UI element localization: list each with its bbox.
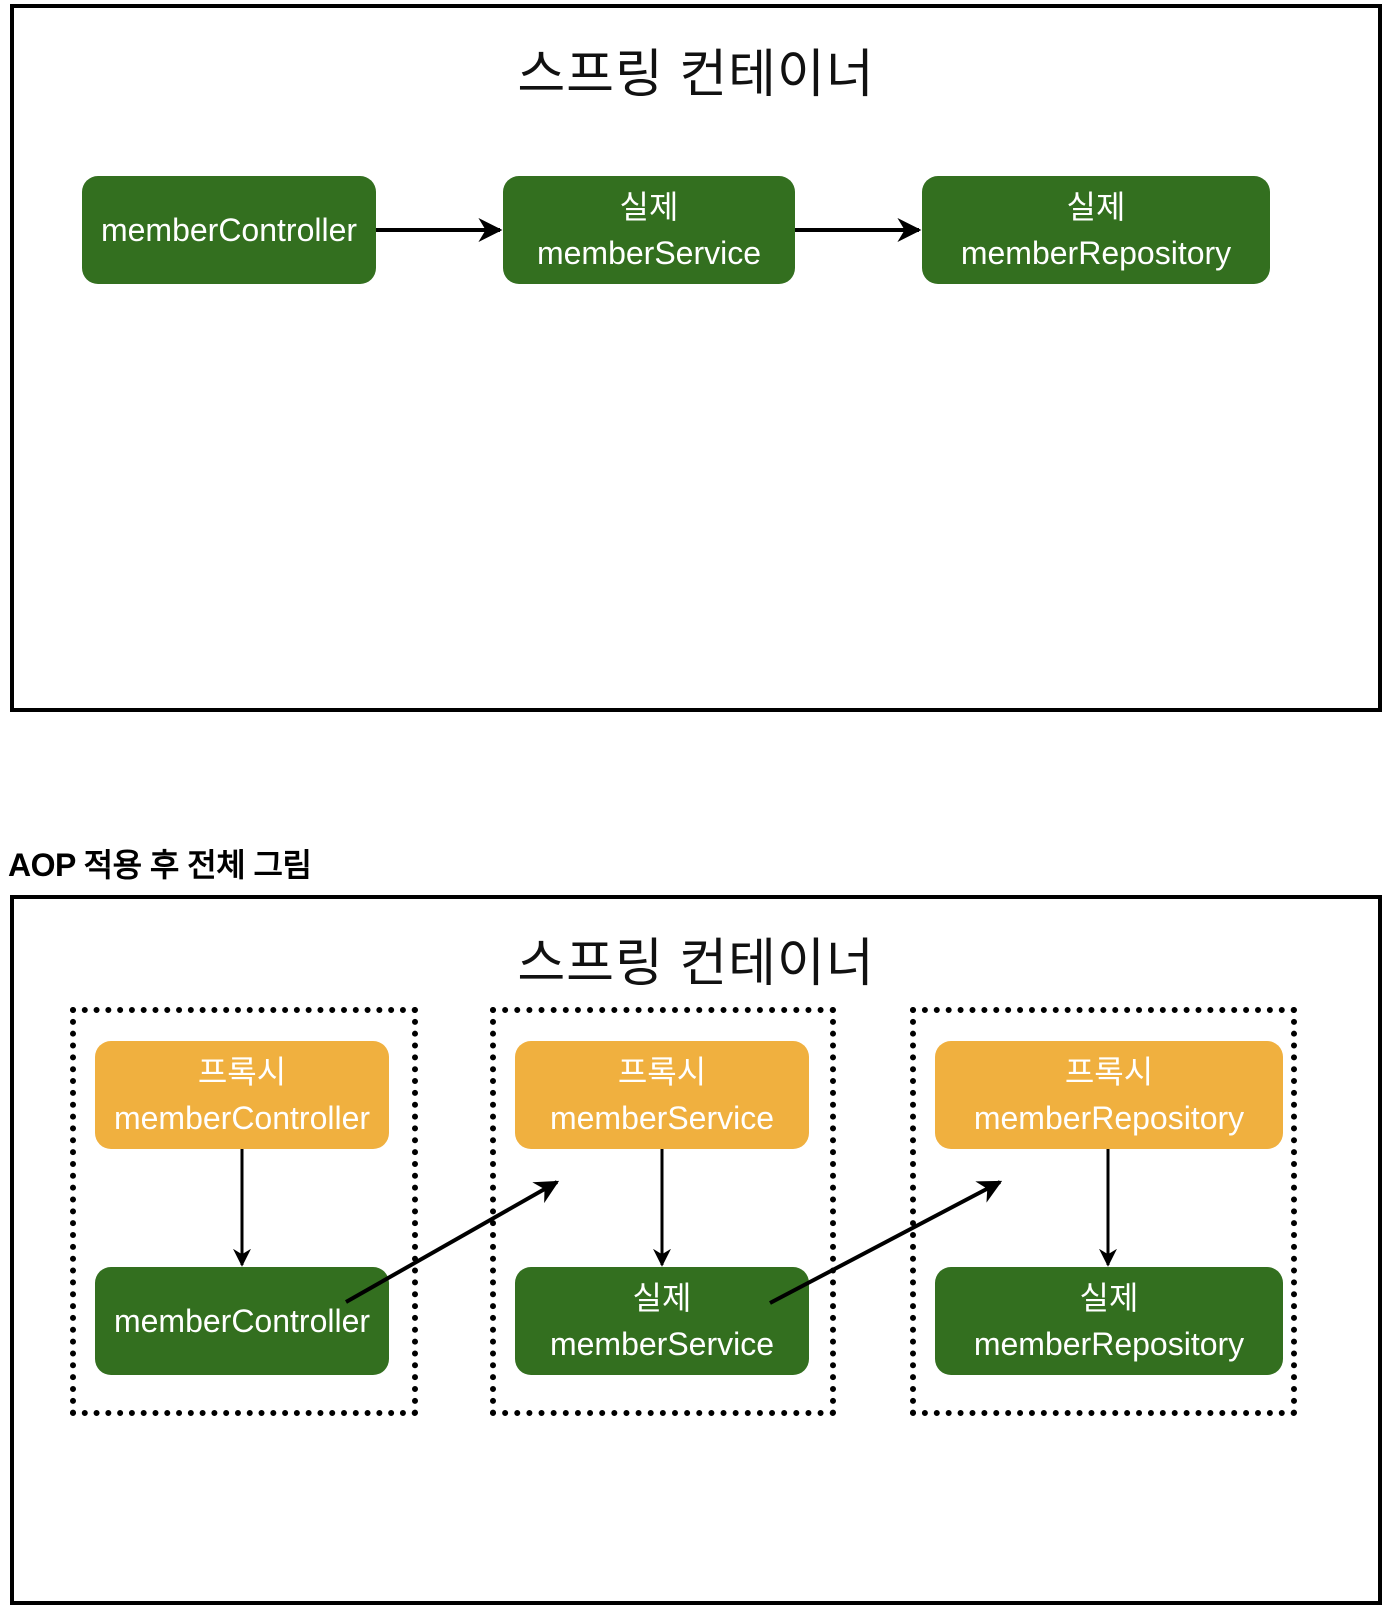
node-label-prefix: 실제 xyxy=(1079,1280,1139,1316)
node-label-prefix: 프록시 xyxy=(617,1054,707,1090)
node-proxy-member-repository: 프록시 memberRepository xyxy=(935,1041,1283,1149)
node-proxy-member-controller: 프록시 memberController xyxy=(95,1041,389,1149)
node-label-prefix: 실제 xyxy=(619,189,679,225)
node-real-member-service: 실제 memberService xyxy=(503,176,795,284)
section-heading: AOP 적용 후 전체 그림 xyxy=(8,847,312,883)
node-label: memberService xyxy=(549,1100,775,1136)
node-label: memberController xyxy=(113,1100,371,1136)
node-label-prefix: 프록시 xyxy=(1064,1054,1154,1090)
node-label: memberController xyxy=(100,212,358,248)
node-label: memberRepository xyxy=(973,1100,1245,1136)
node-member-controller: memberController xyxy=(95,1267,389,1375)
spring-container-before: 스프링 컨테이너 xyxy=(10,4,1382,712)
node-label-prefix: 실제 xyxy=(632,1280,692,1316)
container-title: 스프링 컨테이너 xyxy=(517,935,875,993)
node-label: memberController xyxy=(113,1303,371,1339)
node-proxy-member-service: 프록시 memberService xyxy=(515,1041,809,1149)
node-label: memberRepository xyxy=(973,1326,1245,1362)
node-real-member-repository: 실제 memberRepository xyxy=(922,176,1270,284)
node-label-prefix: 실제 xyxy=(1066,189,1126,225)
node-real-member-service: 실제 memberService xyxy=(515,1267,809,1375)
node-label: memberService xyxy=(549,1326,775,1362)
node-member-controller: memberController xyxy=(82,176,376,284)
node-real-member-repository: 실제 memberRepository xyxy=(935,1267,1283,1375)
node-label: memberService xyxy=(536,235,762,271)
node-label: memberRepository xyxy=(960,235,1232,271)
container-title: 스프링 컨테이너 xyxy=(517,46,875,104)
node-label-prefix: 프록시 xyxy=(197,1054,287,1090)
